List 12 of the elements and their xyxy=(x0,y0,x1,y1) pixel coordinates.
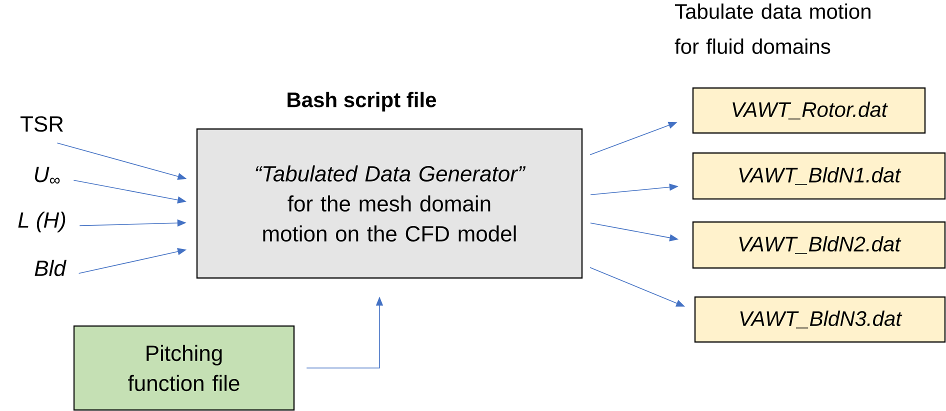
variable-label: Bld xyxy=(34,260,66,276)
heading: Bash script file xyxy=(288,92,436,112)
file-box: VAWT_BldN3.dat xyxy=(694,296,946,343)
note-text: Tabulate data motion for fluid domains xyxy=(674,4,870,54)
variable-label: L (H) xyxy=(18,212,66,232)
file-box: VAWT_BldN2.dat xyxy=(692,221,946,269)
file-box: VAWT_Rotor.dat xyxy=(692,87,926,134)
variable-label: U$_{∞}$ xyxy=(34,166,60,184)
file-box: Pitching function file xyxy=(73,325,295,411)
process-box: “Tabulated Data Generator” for the mesh domain motion on the CFD model xyxy=(196,128,583,279)
variable-label: TSR xyxy=(20,116,63,132)
file-box: VAWT_BldN1.dat xyxy=(692,152,946,200)
